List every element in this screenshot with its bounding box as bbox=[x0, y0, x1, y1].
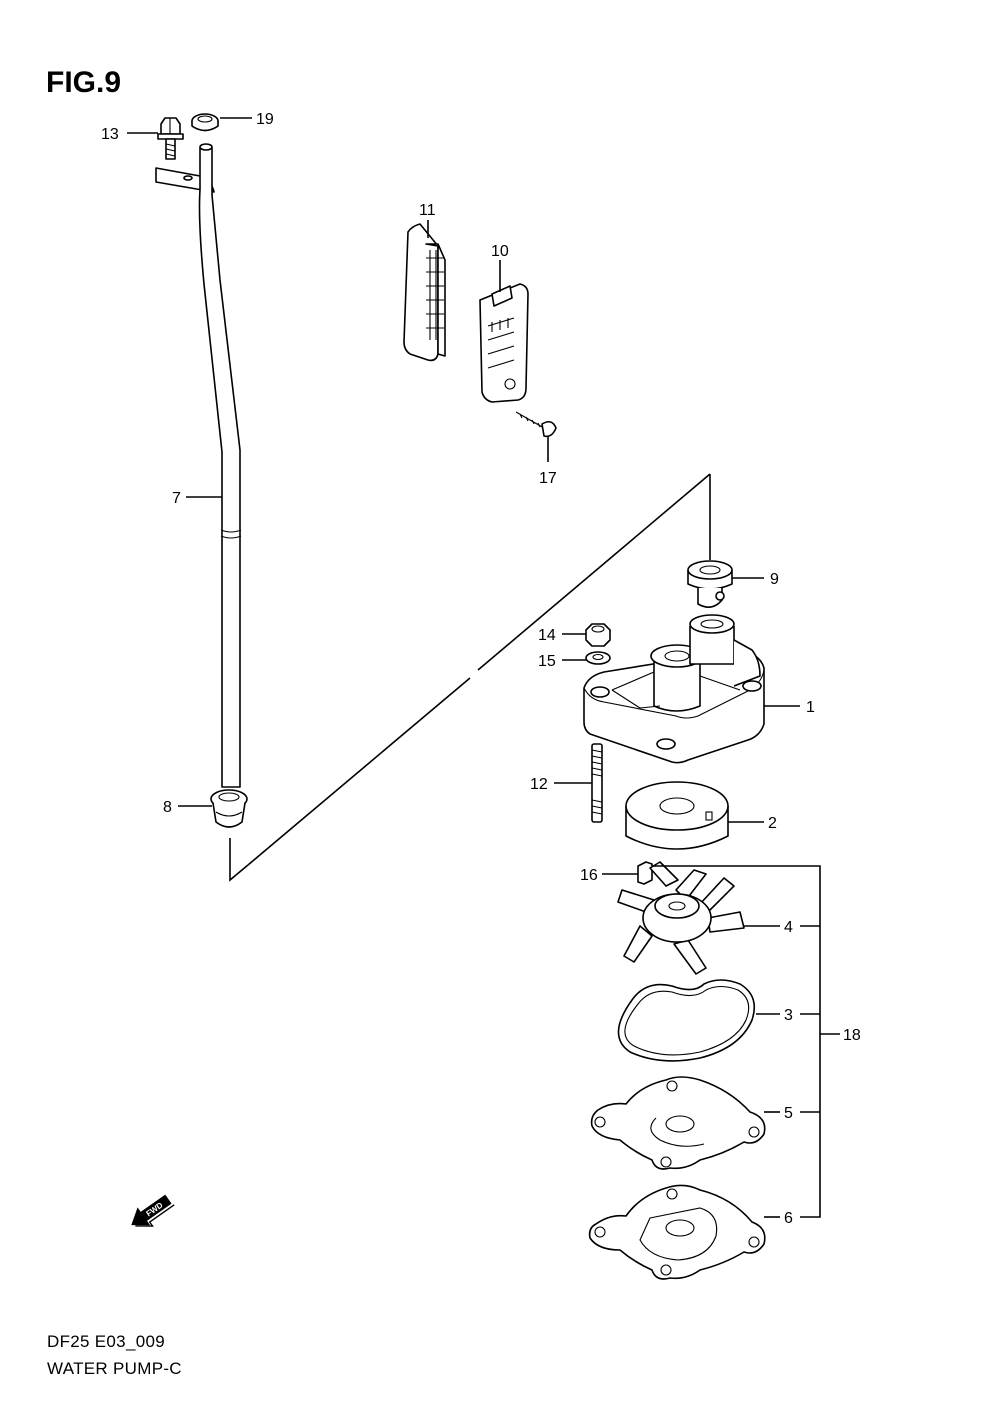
footer-caption: WATER PUMP-C bbox=[47, 1359, 182, 1378]
part-19-grommet bbox=[191, 113, 219, 132]
callout-18: 18 bbox=[843, 1027, 861, 1044]
callout-11: 11 bbox=[419, 202, 436, 219]
fwd-arrow-icon: FWD bbox=[131, 1194, 175, 1227]
part-9-fitting bbox=[687, 560, 733, 608]
callout-8: 8 bbox=[163, 799, 172, 816]
callout-2: 2 bbox=[768, 815, 777, 832]
callout-9: 9 bbox=[770, 571, 779, 588]
assembly-leader-lines bbox=[229, 473, 711, 882]
callout-12: 12 bbox=[530, 776, 548, 793]
part-11-bracket bbox=[403, 223, 446, 362]
callout-5: 5 bbox=[784, 1105, 793, 1122]
part-3-gasket bbox=[617, 979, 756, 1062]
callout-labels: 1 2 3 4 5 6 7 8 9 10 11 12 13 14 15 16 1… bbox=[101, 111, 861, 1227]
callout-3: 3 bbox=[784, 1007, 793, 1024]
part-15-washer bbox=[585, 651, 611, 665]
callout-19: 19 bbox=[256, 111, 274, 128]
callout-1: 1 bbox=[806, 699, 815, 716]
callout-17: 17 bbox=[539, 470, 557, 487]
part-8-grommet bbox=[210, 789, 248, 828]
callout-16: 16 bbox=[580, 867, 598, 884]
callout-6: 6 bbox=[784, 1210, 793, 1227]
footer-code: DF25 E03_009 bbox=[47, 1332, 165, 1351]
part-6-gasket-plate bbox=[588, 1184, 766, 1280]
part-13-bolt bbox=[157, 117, 184, 160]
callout-15: 15 bbox=[538, 653, 556, 670]
part-10-cover-plate bbox=[479, 283, 529, 403]
part-1-pump-case bbox=[583, 614, 765, 764]
callout-7: 7 bbox=[172, 490, 181, 507]
part-5-plate bbox=[590, 1076, 766, 1170]
part-2-liner bbox=[625, 781, 729, 850]
part-17-screw bbox=[515, 411, 557, 438]
part-7-water-tube bbox=[155, 143, 242, 788]
part-4-impeller bbox=[617, 861, 745, 975]
callout-10: 10 bbox=[491, 243, 509, 260]
part-12-stud-bolt bbox=[591, 743, 603, 823]
callout-4: 4 bbox=[784, 919, 793, 936]
part-14-nut bbox=[585, 623, 611, 647]
figure-title: FIG.9 bbox=[46, 66, 121, 99]
part-16-key bbox=[637, 861, 653, 885]
callout-14: 14 bbox=[538, 627, 556, 644]
callout-leader-lines bbox=[127, 117, 840, 1218]
callout-13: 13 bbox=[101, 126, 119, 143]
